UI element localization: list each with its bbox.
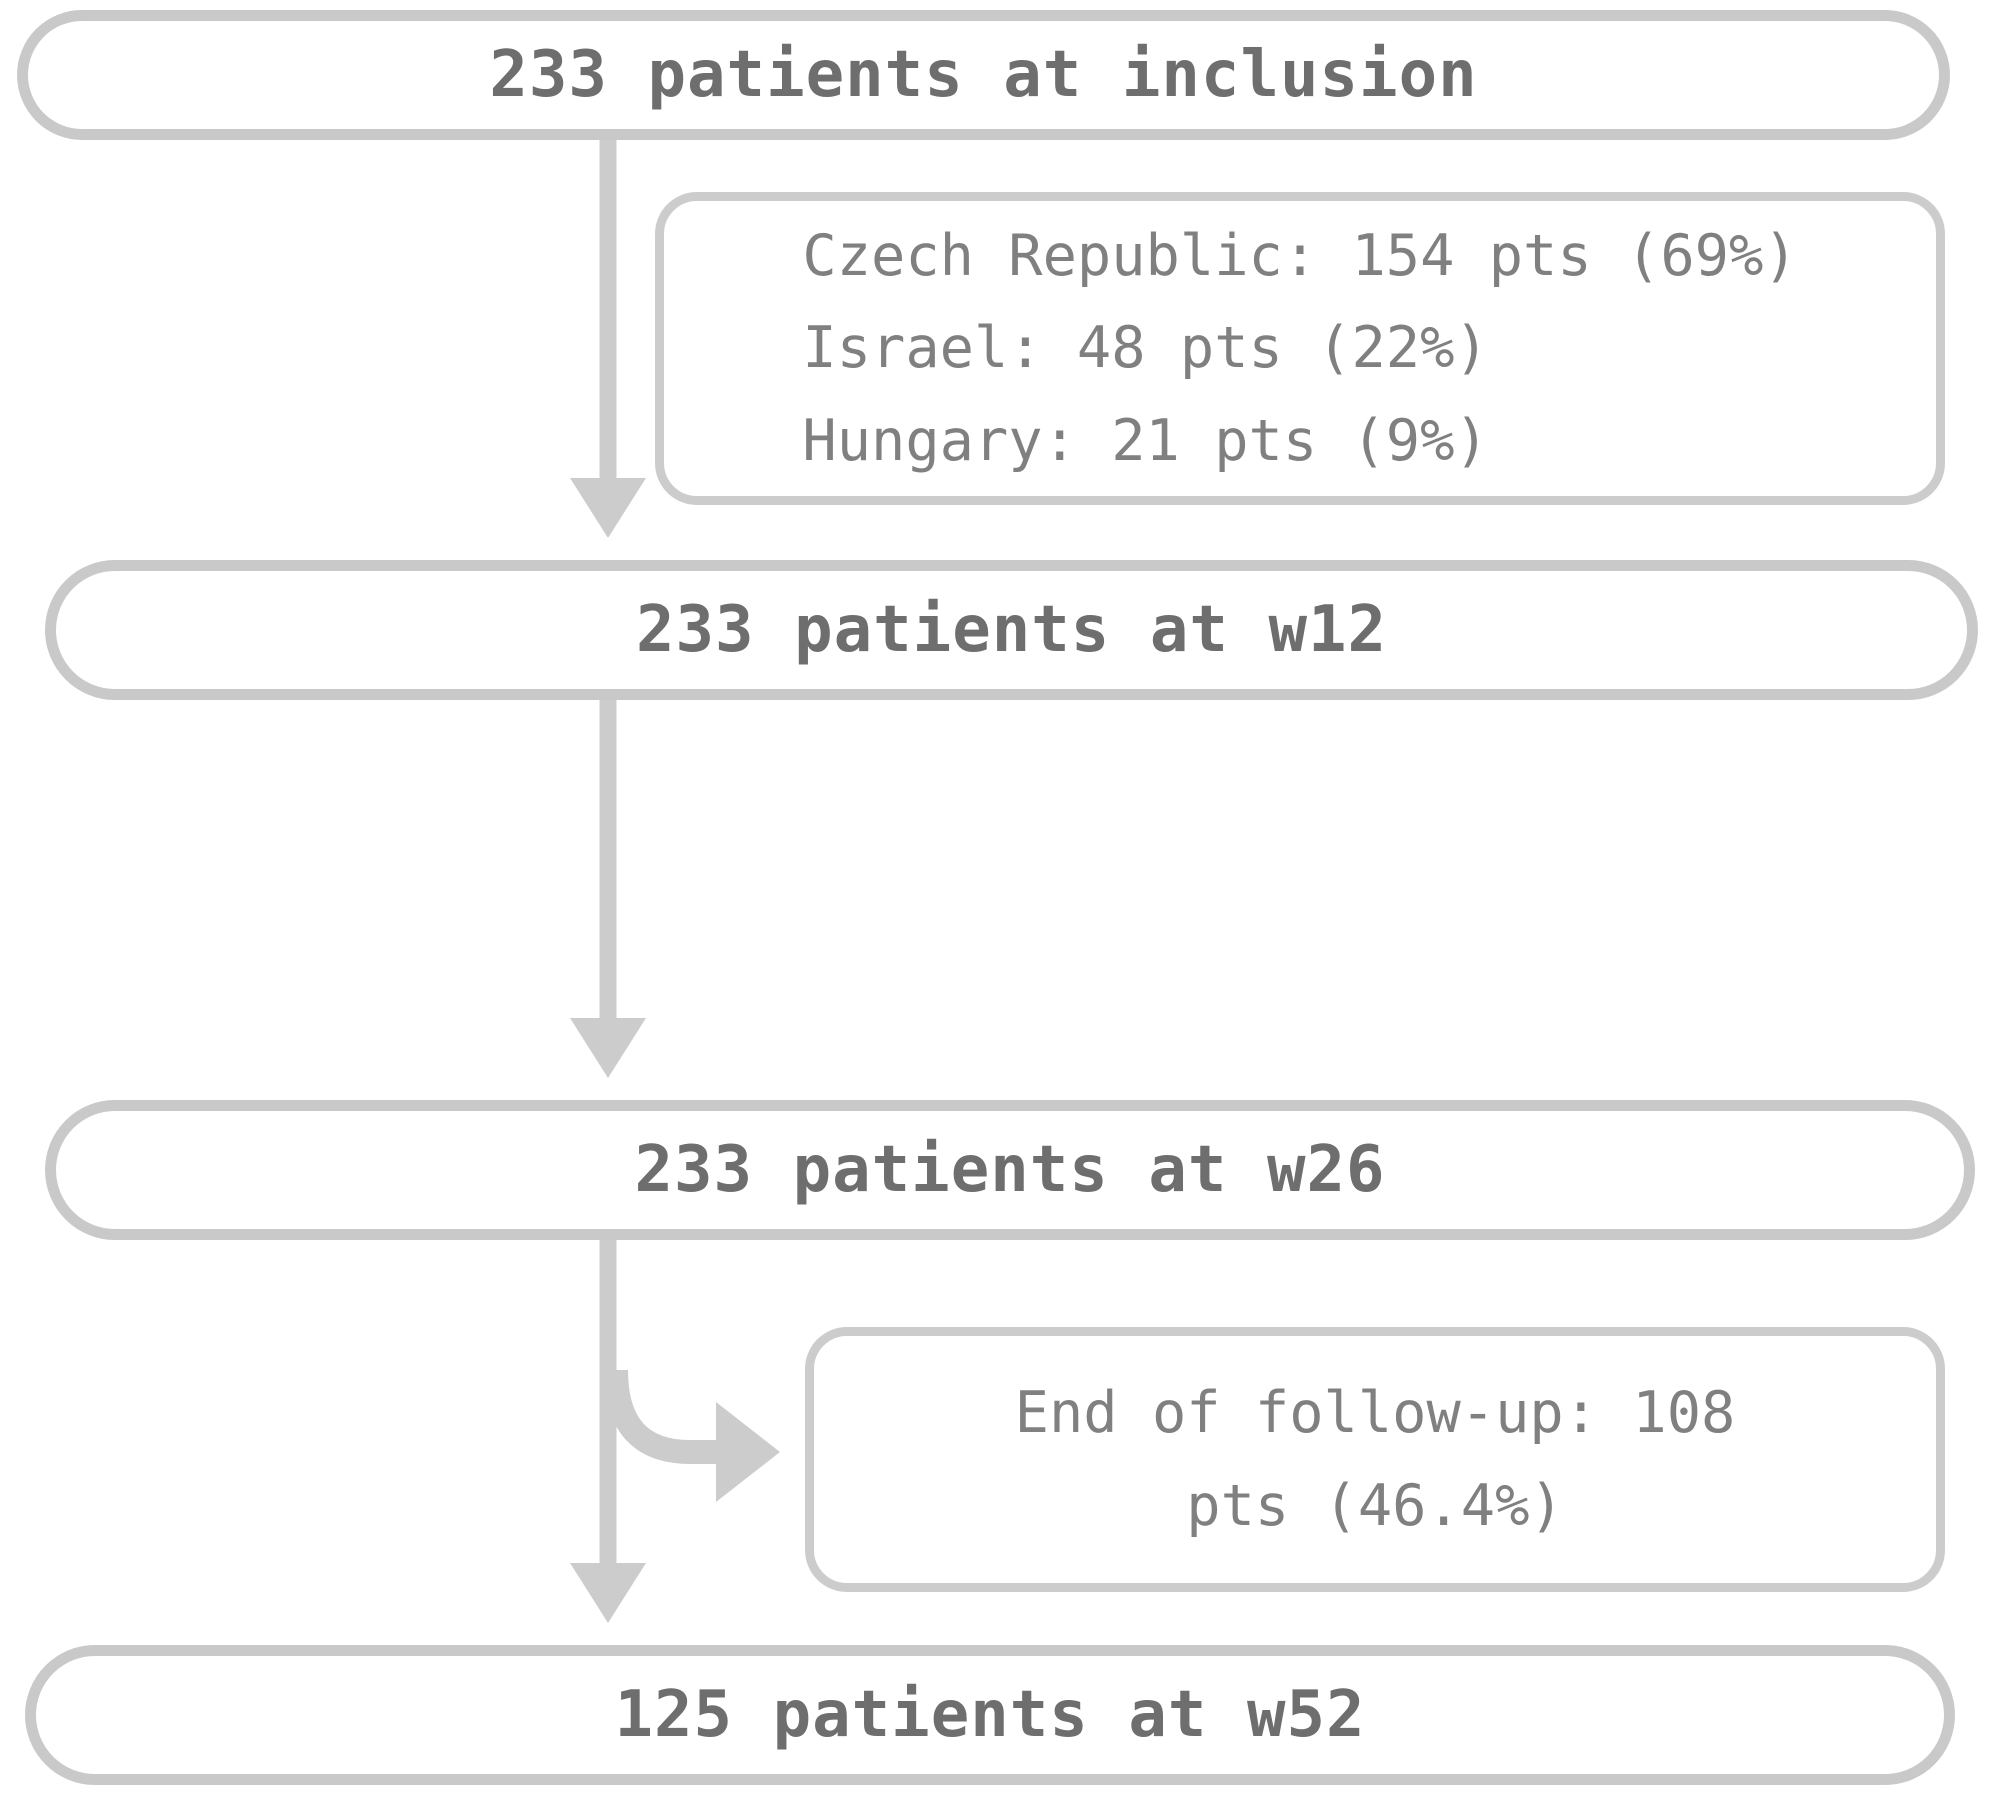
node-inclusion[interactable]: 233 patients at inclusion bbox=[17, 10, 1950, 140]
node-w52-label: 125 patients at w52 bbox=[614, 1677, 1366, 1752]
edge-w26-to-end-of-followup bbox=[604, 1369, 780, 1502]
note-country-breakdown-text: Czech Republic: 154 pts (69%) Israel: 48… bbox=[802, 223, 1798, 474]
node-w26[interactable]: 233 patients at w26 bbox=[45, 1100, 1975, 1240]
note-country-breakdown[interactable]: Czech Republic: 154 pts (69%) Israel: 48… bbox=[655, 192, 1945, 505]
node-w26-label: 233 patients at w26 bbox=[634, 1132, 1386, 1207]
node-w12-label: 233 patients at w12 bbox=[635, 592, 1388, 667]
node-inclusion-label: 233 patients at inclusion bbox=[489, 37, 1478, 112]
node-w12[interactable]: 233 patients at w12 bbox=[45, 560, 1978, 700]
edge-inclusion-to-w12 bbox=[570, 140, 646, 538]
node-w52[interactable]: 125 patients at w52 bbox=[25, 1645, 1955, 1785]
edge-w26-to-w52 bbox=[570, 1240, 646, 1623]
note-end-of-followup-text: End of follow-up: 108 pts (46.4%) bbox=[1014, 1380, 1736, 1539]
edge-w12-to-w26 bbox=[570, 700, 646, 1078]
note-end-of-followup[interactable]: End of follow-up: 108 pts (46.4%) bbox=[805, 1327, 1945, 1592]
